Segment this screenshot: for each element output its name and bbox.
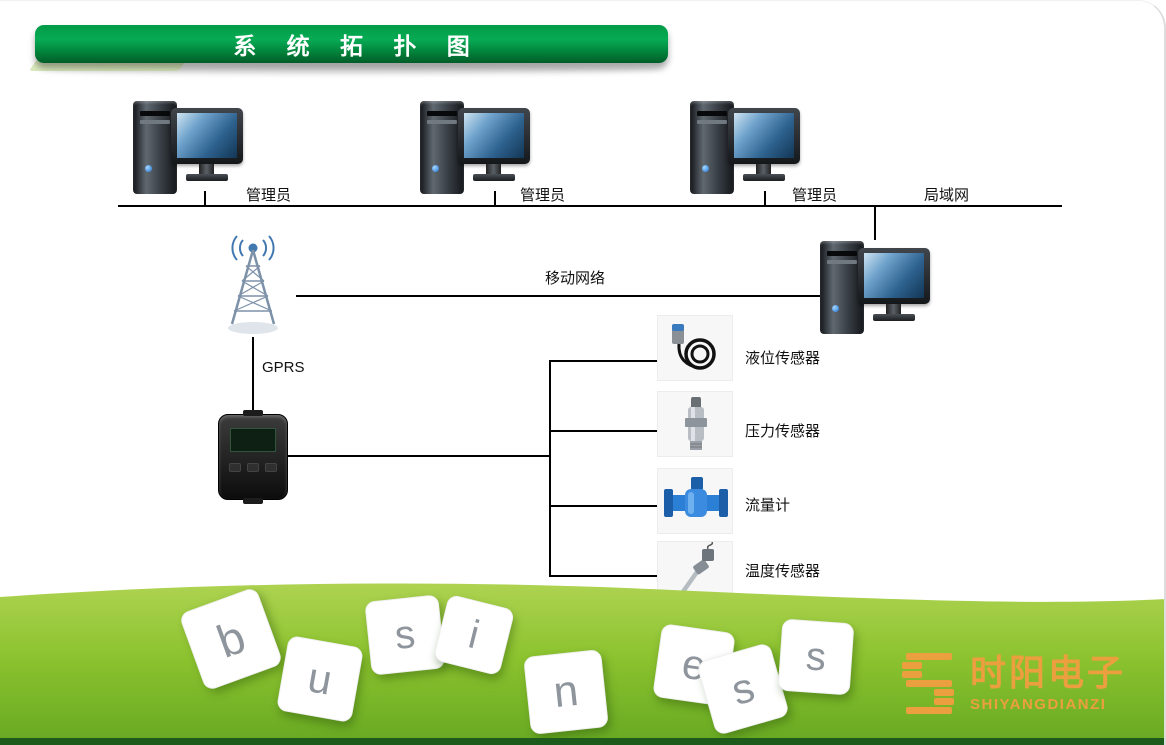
logo-bar xyxy=(902,671,922,678)
desktop-pc-icon xyxy=(133,98,245,198)
tile-letter: u xyxy=(304,653,336,704)
logger-screen xyxy=(230,428,276,452)
pc-drive-bay xyxy=(140,120,170,124)
tile-letter: n xyxy=(551,665,581,718)
admin-label-3: 管理员 xyxy=(792,187,838,204)
pc-monitor-neck xyxy=(886,304,901,314)
bottom-green-strip xyxy=(0,738,1164,745)
pc-power-button xyxy=(432,165,439,172)
gprs-antenna-icon xyxy=(215,234,291,338)
pc-monitor-base xyxy=(186,174,228,181)
sensor-label-pressure: 压力传感器 xyxy=(745,423,821,440)
gprs-label: GPRS xyxy=(262,359,305,376)
pressure-sensor-icon xyxy=(657,391,733,457)
pc-screen xyxy=(734,113,794,158)
logo-bar xyxy=(902,662,922,669)
logo-bar xyxy=(906,707,952,714)
branch-line-4 xyxy=(549,575,657,577)
pc-monitor-neck xyxy=(199,164,214,174)
pc-drive-bay xyxy=(427,120,457,124)
branch-line-1 xyxy=(549,360,657,362)
pc-drive-bay xyxy=(827,251,857,256)
pc-screen xyxy=(177,113,237,158)
temperature-sensor-graphic xyxy=(678,541,714,598)
tile-letter: i xyxy=(464,612,484,657)
pc-drive-bay xyxy=(697,111,727,116)
sensor-bus-line xyxy=(549,360,551,577)
pressure-sensor-graphic xyxy=(685,397,707,450)
tile-letter: s xyxy=(392,611,418,658)
rtu-logger-icon xyxy=(218,410,288,504)
banner-shadow xyxy=(45,64,663,74)
logo-bar xyxy=(906,653,952,660)
lan-label: 局域网 xyxy=(924,187,970,204)
lan-line xyxy=(118,205,1062,207)
logo-name-en: SHIYANGDIANZI xyxy=(970,696,1107,713)
pc-drive-bay xyxy=(140,111,170,116)
letter-tile: u xyxy=(275,634,365,724)
logger-key xyxy=(265,463,277,472)
pc1-drop-line xyxy=(204,191,206,205)
sensor-label-flow: 流量计 xyxy=(745,497,791,514)
desktop-pc-icon xyxy=(420,98,532,198)
pc-monitor-neck xyxy=(486,164,501,174)
pc-drive-bay xyxy=(827,260,857,264)
branch-line-3 xyxy=(549,505,657,507)
flow-meter-graphic xyxy=(664,477,728,517)
pc2-drop-line xyxy=(494,191,496,205)
flow-meter-icon xyxy=(657,468,733,534)
logger-key xyxy=(229,463,241,472)
title-banner: 系 统 拓 扑 图 xyxy=(35,25,668,63)
pc-power-button xyxy=(832,305,839,312)
admin-label-2: 管理员 xyxy=(520,187,566,204)
tile-letter: s xyxy=(804,633,828,680)
pc-monitor-base xyxy=(743,174,785,181)
pc-power-button xyxy=(145,165,152,172)
antenna-graphic xyxy=(228,235,278,334)
tile-letter: s xyxy=(726,663,760,715)
logger-bus-line xyxy=(286,455,550,457)
pc-monitor-base xyxy=(473,174,515,181)
sensor-label-temperature: 温度传感器 xyxy=(745,563,821,580)
logo-bar xyxy=(934,698,954,705)
pc-screen xyxy=(464,113,524,158)
logger-mount-tab xyxy=(243,410,263,416)
gprs-line xyxy=(252,337,254,415)
tile-letter: b xyxy=(210,610,252,668)
logger-key xyxy=(247,463,259,472)
server-drop-line xyxy=(874,207,876,240)
pc-tower xyxy=(420,101,464,194)
pc-drive-bay xyxy=(697,120,727,124)
pc-power-button xyxy=(702,165,709,172)
letter-tile: s xyxy=(364,594,446,676)
branch-line-2 xyxy=(549,430,657,432)
logo-bar xyxy=(906,680,952,687)
pc-monitor-neck xyxy=(756,164,771,174)
pc-tower xyxy=(820,241,864,334)
mobile-network-label: 移动网络 xyxy=(545,270,606,287)
server-pc-icon xyxy=(820,238,932,338)
logo-name-cn: 时阳电子 xyxy=(970,652,1127,693)
letter-tile: s xyxy=(777,618,855,696)
logo-s-icon xyxy=(900,653,956,715)
admin-label-1: 管理员 xyxy=(246,187,292,204)
pc3-drop-line xyxy=(764,191,766,205)
logo-bar xyxy=(934,689,954,696)
logo-text-block: 时阳电子 SHIYANGDIANZI xyxy=(970,652,1127,714)
desktop-pc-icon xyxy=(690,98,802,198)
sensor-label-level: 液位传感器 xyxy=(745,350,821,367)
pc-drive-bay xyxy=(427,111,457,116)
mobile-network-line xyxy=(296,295,823,297)
logger-mount-tab xyxy=(243,498,263,504)
pc-monitor-base xyxy=(873,314,915,321)
pc-tower xyxy=(690,101,734,194)
pc-tower xyxy=(133,101,177,194)
page-title: 系 统 拓 扑 图 xyxy=(233,33,482,59)
letter-tile: n xyxy=(523,649,609,735)
level-sensor-graphic xyxy=(672,324,716,370)
company-logo: 时阳电子 SHIYANGDIANZI xyxy=(900,653,1126,715)
pc-screen xyxy=(864,253,924,298)
level-sensor-icon xyxy=(657,315,733,381)
